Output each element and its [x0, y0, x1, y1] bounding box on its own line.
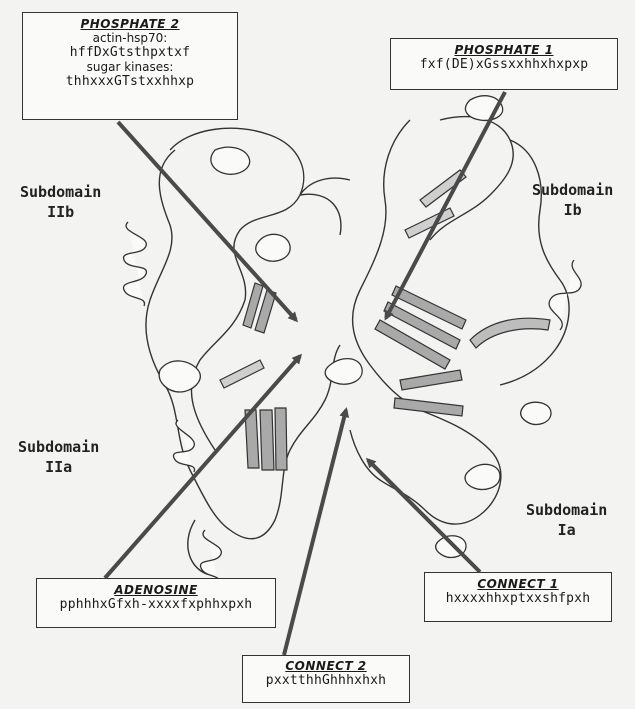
- phosphate2-group2-sequence: thhxxxGTstxxhhxp: [23, 74, 237, 89]
- subdomain-Ia-label: Subdomain Ia: [526, 500, 607, 540]
- arrow-connect1: [368, 460, 480, 572]
- phosphate1-title: PHOSPHATE 1: [391, 43, 617, 57]
- phosphate2-group1-sequence: hffDxGtsthpxtxf: [23, 45, 237, 60]
- connect1-box: CONNECT 1 hxxxxhhxptxxshfpxh: [424, 572, 612, 622]
- subdomain-IIb-word: Subdomain: [20, 182, 101, 202]
- arrow-connect2: [284, 410, 346, 655]
- connect2-sequence: pxxtthhGhhhxhxh: [243, 673, 409, 688]
- subdomain-Ib-label: Subdomain Ib: [532, 180, 613, 220]
- subdomain-Ia-word: Subdomain: [526, 500, 607, 520]
- subdomain-Ib-word: Subdomain: [532, 180, 613, 200]
- phosphate2-group1-label: actin-hsp70:: [23, 31, 237, 45]
- connect2-box: CONNECT 2 pxxtthhGhhhxhxh: [242, 655, 410, 703]
- left-lobe-strands: [220, 283, 287, 470]
- left-lobe-helices: [124, 147, 291, 584]
- arrow-phosphate2: [118, 122, 296, 320]
- left-lobe-backbone: [146, 128, 341, 575]
- adenosine-title: ADENOSINE: [37, 583, 275, 597]
- subdomain-IIa-label: Subdomain IIa: [18, 437, 99, 477]
- connect2-title: CONNECT 2: [243, 659, 409, 673]
- subdomain-IIb-label: Subdomain IIb: [20, 182, 101, 222]
- subdomain-IIa-id: IIa: [18, 457, 99, 477]
- adenosine-box: ADENOSINE pphhhxGfxh-xxxxfxphhxpxh: [36, 578, 276, 628]
- connect1-sequence: hxxxxhhxptxxshfpxh: [425, 591, 611, 606]
- subdomain-IIa-word: Subdomain: [18, 437, 99, 457]
- subdomain-Ib-id: Ib: [532, 200, 613, 220]
- adenosine-sequence: pphhhxGfxh-xxxxfxphhxpxh: [37, 597, 275, 612]
- phosphate2-title: PHOSPHATE 2: [23, 17, 237, 31]
- phosphate2-box: PHOSPHATE 2 actin-hsp70: hffDxGtsthpxtxf…: [22, 12, 238, 120]
- subdomain-Ia-id: Ia: [526, 520, 607, 540]
- connect1-title: CONNECT 1: [425, 577, 611, 591]
- phosphate2-group2-label: sugar kinases:: [23, 60, 237, 74]
- phosphate1-box: PHOSPHATE 1 fxf(DE)xGssxxhhxhxpxp: [390, 38, 618, 90]
- subdomain-IIb-id: IIb: [20, 202, 101, 222]
- phosphate1-sequence: fxf(DE)xGssxxhhxhxpxp: [391, 57, 617, 72]
